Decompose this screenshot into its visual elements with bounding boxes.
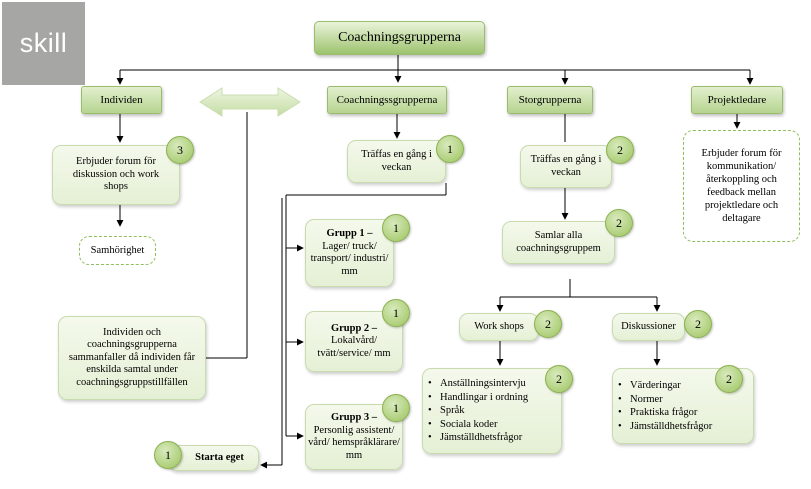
box-traffas-1: Träffas en gång i veckan [347, 140, 446, 183]
list-item: Normer [618, 393, 712, 407]
badge: 1 [154, 441, 182, 469]
badge: 2 [606, 136, 634, 164]
badge: 2 [534, 310, 562, 338]
grupp-2-title: Grupp 2 – [330, 322, 378, 334]
node-storgrupperna: Storgrupperna [507, 86, 593, 114]
list-item: Sociala koder [428, 418, 528, 432]
skill-logo: skill [2, 2, 85, 85]
box-individen-note: Individen och coachningsgrupperna samman… [58, 316, 206, 400]
double-arrow-shape [199, 87, 301, 117]
node-projektledare: Projektledare [691, 86, 783, 114]
box-grupp-2: Grupp 2 – Lokalvård/ tvätt/service/ mm [305, 311, 403, 372]
grupp-2-text: Lokalvård/ tvätt/service/ mm [317, 335, 391, 359]
box-diskussioner: Diskussioner [612, 313, 685, 341]
badge: 2 [545, 365, 573, 393]
grupp-1-title: Grupp 1 – [326, 228, 373, 239]
badge: 2 [715, 365, 743, 393]
box-traffas-2: Träffas en gång i veckan [520, 145, 612, 188]
box-samlar: Samlar alla coachningsgruppem [502, 221, 615, 264]
badge: 1 [382, 394, 410, 422]
list-item: Handlingar i ordning [428, 391, 528, 405]
list-item: Värderingar [618, 379, 712, 393]
badge: 3 [166, 136, 194, 164]
box-samhorighet: Samhörighet [79, 236, 156, 265]
diagram-title: Coachningsgrupperna [314, 21, 485, 55]
grupp-3-text: Personlig assistent/ vård/ hemspråklärar… [308, 424, 400, 461]
badge: 1 [382, 214, 410, 242]
badge: 2 [605, 209, 633, 237]
node-individen: Individen [81, 86, 162, 114]
badge: 1 [436, 135, 464, 163]
grupp-3-title: Grupp 3 – [330, 412, 378, 423]
node-coachningsgrupperna: Coachningssgrupperna [327, 86, 447, 114]
box-grupp-1: Grupp 1 – Lager/ truck/ transport/ indus… [305, 219, 394, 287]
box-workshops: Work shops [459, 313, 539, 341]
list-item: Anställningsintervju [428, 377, 528, 391]
list-item: Jämställdhetsfrågor [618, 420, 712, 434]
list-item: Språk [428, 404, 528, 418]
box-workshops-list: Anställningsintervju Handlingar i ordnin… [422, 368, 562, 454]
grupp-1-text: Lager/ truck/ transport/ industri/ mm [310, 240, 389, 277]
box-forum-diskussion: Erbjuder forum för diskussion och work s… [52, 145, 180, 205]
badge: 1 [382, 299, 410, 327]
list-item: Jämställdhetsfrågor [428, 431, 528, 445]
box-projektledare-forum: Erbjuder forum för kommunikation/ återko… [683, 130, 800, 242]
list-item: Praktiska frågor [618, 406, 712, 420]
badge: 2 [684, 310, 712, 338]
